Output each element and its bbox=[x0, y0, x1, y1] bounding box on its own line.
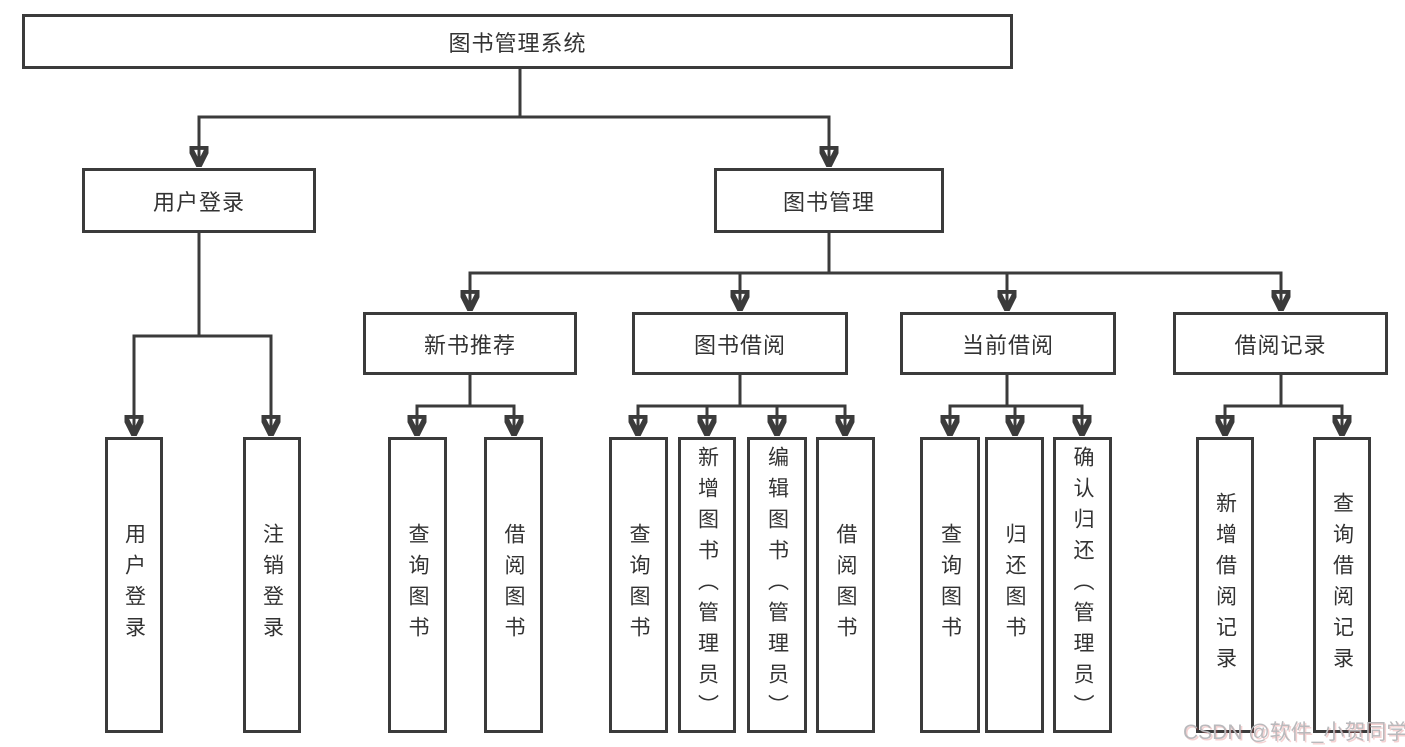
leaf-add-borrow-record-label: 新增借阅记录 bbox=[1213, 492, 1237, 678]
csdn-watermark: CSDN @软件_小贺同学 bbox=[1183, 721, 1405, 744]
leaf-query-books-1-label: 查询图书 bbox=[406, 523, 429, 647]
leaf-add-books-admin-label: 新增图书（管理员） bbox=[695, 445, 719, 725]
leaf-query-books-2-label: 查询图书 bbox=[627, 523, 650, 647]
leaf-logout-label: 注销登录 bbox=[260, 523, 284, 647]
leaf-borrow-books-2: 借阅图书 bbox=[816, 437, 875, 733]
leaf-edit-books-admin: 编辑图书（管理员） bbox=[747, 437, 807, 733]
leaf-borrow-books-2-label: 借阅图书 bbox=[834, 523, 857, 647]
node-borrow-records-label: 借阅记录 bbox=[1234, 332, 1327, 358]
leaf-edit-books-admin-label: 编辑图书（管理员） bbox=[765, 445, 789, 725]
leaf-add-books-admin: 新增图书（管理员） bbox=[678, 437, 736, 733]
node-book-management: 图书管理 bbox=[714, 168, 944, 233]
node-current-borrow-label: 当前借阅 bbox=[961, 332, 1054, 358]
node-book-borrow-label: 图书借阅 bbox=[693, 332, 786, 358]
node-book-management-label: 图书管理 bbox=[782, 189, 875, 215]
leaf-return-books-label: 归还图书 bbox=[1003, 523, 1026, 647]
node-current-borrow: 当前借阅 bbox=[900, 312, 1116, 375]
leaf-user-login: 用户登录 bbox=[105, 437, 163, 733]
node-root-label: 图书管理系统 bbox=[448, 30, 587, 56]
leaf-confirm-return-admin: 确认归还（管理员） bbox=[1053, 437, 1112, 733]
node-borrow-records: 借阅记录 bbox=[1173, 312, 1388, 375]
leaf-borrow-books-1-label: 借阅图书 bbox=[502, 523, 525, 647]
node-new-book-recommend: 新书推荐 bbox=[363, 312, 577, 375]
leaf-borrow-books-1: 借阅图书 bbox=[484, 437, 543, 733]
leaf-query-books-1: 查询图书 bbox=[388, 437, 447, 733]
node-user-login-label: 用户登录 bbox=[152, 189, 245, 215]
leaf-query-books-3-label: 查询图书 bbox=[938, 523, 962, 647]
leaf-add-borrow-record: 新增借阅记录 bbox=[1196, 437, 1254, 733]
leaf-query-borrow-record: 查询借阅记录 bbox=[1313, 437, 1371, 733]
leaf-logout: 注销登录 bbox=[243, 437, 301, 733]
leaf-confirm-return-admin-label: 确认归还（管理员） bbox=[1071, 445, 1094, 725]
node-root-system: 图书管理系统 bbox=[22, 14, 1013, 69]
node-user-login: 用户登录 bbox=[82, 168, 316, 233]
leaf-query-borrow-record-label: 查询借阅记录 bbox=[1330, 492, 1354, 678]
node-book-borrow: 图书借阅 bbox=[632, 312, 848, 375]
leaf-query-books-2: 查询图书 bbox=[609, 437, 668, 733]
leaf-query-books-3: 查询图书 bbox=[920, 437, 980, 733]
node-new-book-recommend-label: 新书推荐 bbox=[423, 332, 516, 358]
leaf-return-books: 归还图书 bbox=[985, 437, 1044, 733]
leaf-user-login-label: 用户登录 bbox=[122, 523, 146, 647]
